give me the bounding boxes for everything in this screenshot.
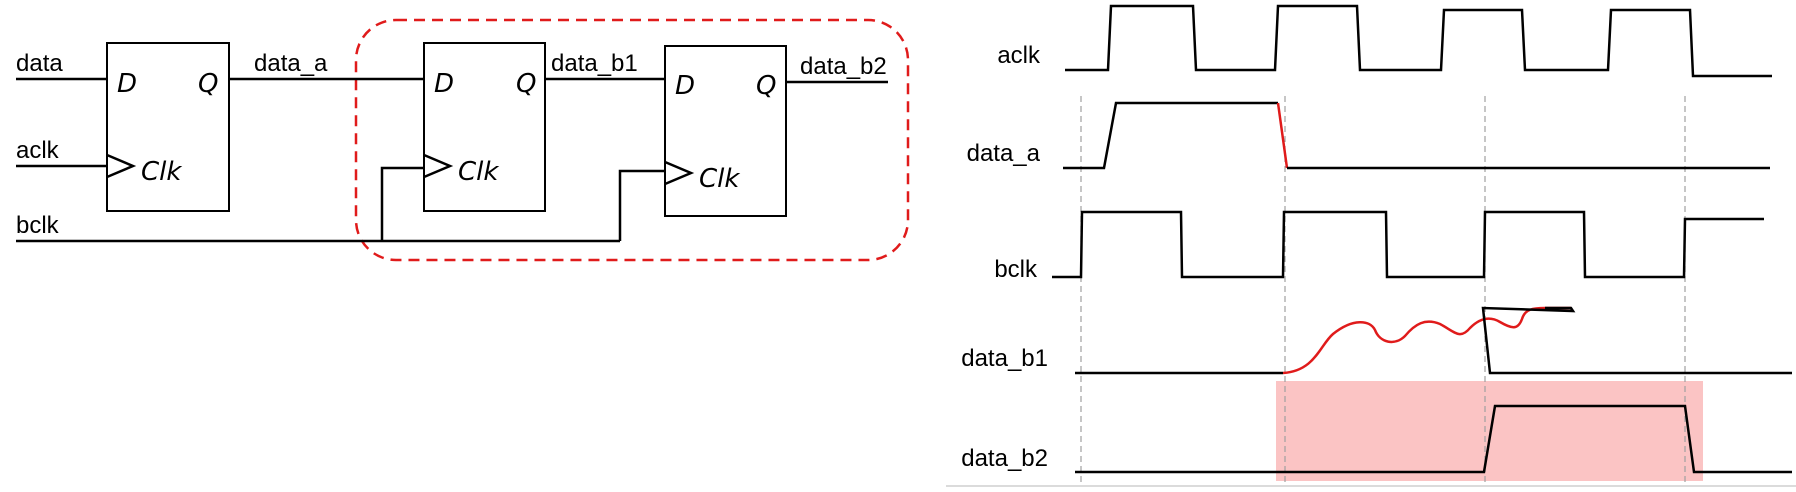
- flip-flop-a-clk-pin: Clk: [141, 157, 182, 187]
- flip-flop-a-body: [106, 42, 230, 212]
- flip-flop-b2: D Q Clk: [664, 45, 787, 217]
- wire-bclk-to-flip-flop-b1: [380, 166, 424, 241]
- schematic: D Q Clk D Q Clk D Q Clk: [16, 18, 910, 262]
- flip-flop-a-d-pin: D: [117, 69, 137, 99]
- flip-flop-b1-clock-triangle: [423, 153, 454, 179]
- flip-flop-b1-body: [423, 42, 546, 212]
- metastability-window-shading: [1276, 381, 1703, 481]
- waveform-bclk: [1052, 210, 1764, 279]
- flip-flop-a-clock-triangle: [106, 153, 137, 179]
- flip-flop-b1-q-pin: Q: [516, 69, 536, 99]
- flip-flop-b1-d-pin: D: [434, 69, 454, 99]
- waveform-aclk: [1065, 4, 1772, 78]
- waveform-data-b2: [1075, 404, 1792, 474]
- flip-flop-b2-d-pin: D: [675, 71, 695, 101]
- net-label-aclk: aclk: [16, 137, 60, 164]
- net-label-bclk: bclk: [16, 212, 60, 239]
- net-label-data-b1: data_b1: [551, 50, 638, 77]
- waveform-data-a-high: [1063, 101, 1278, 170]
- waveform-data-a-falling-edge: [1276, 102, 1289, 169]
- timing-diagram: aclk data_a bclk data_b1 data_b2: [946, 4, 1796, 487]
- flip-flop-a: D Q Clk: [106, 42, 230, 212]
- net-label-data: data: [16, 50, 63, 77]
- net-label-data-b2: data_b2: [800, 53, 887, 80]
- timing-label-data-a: data_a: [967, 140, 1041, 167]
- timing-label-bclk: bclk: [994, 256, 1038, 283]
- flip-flop-b2-clk-pin: Clk: [699, 164, 740, 194]
- flip-flop-b2-clock-triangle: [664, 160, 695, 186]
- flip-flop-b1: D Q Clk: [423, 42, 546, 212]
- flip-flop-b1-clk-pin: Clk: [458, 157, 499, 187]
- timing-label-data-b2: data_b2: [961, 445, 1048, 472]
- flip-flop-b2-body: [664, 45, 787, 217]
- synchronizer-highlight-box: [354, 18, 910, 262]
- timing-label-aclk: aclk: [997, 42, 1041, 69]
- wire-bclk-to-flip-flop-b2: [618, 169, 665, 241]
- waveform-data-b1-metastable: [1282, 306, 1571, 375]
- net-label-data-a: data_a: [254, 50, 328, 77]
- flip-flop-a-q-pin: Q: [198, 69, 218, 99]
- timing-label-data-b1: data_b1: [961, 345, 1048, 372]
- waveform-data-b1-settled: [1481, 306, 1792, 375]
- flip-flop-b2-q-pin: Q: [756, 71, 776, 101]
